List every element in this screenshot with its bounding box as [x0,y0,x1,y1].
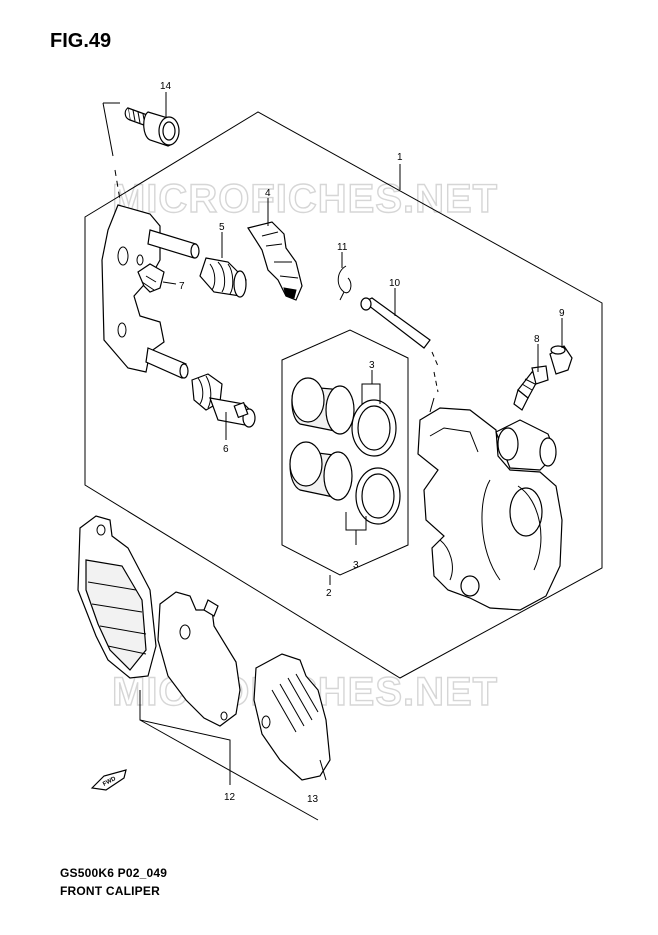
callout-11: 11 [337,242,348,253]
callout-3-lower: 3 [353,560,359,571]
pad-pin-part [360,297,439,413]
callout-10: 10 [389,278,401,289]
figure-title: FIG.49 [50,30,112,52]
callout-9: 9 [559,308,565,319]
pin-boot-part [199,257,247,298]
callout-13: 13 [307,794,319,805]
callout-5: 5 [219,222,225,233]
callout-6: 6 [223,444,229,455]
callout-1: 1 [397,152,403,163]
pad-group-leaders [139,690,319,821]
pad-spring-part [247,221,303,301]
callout-labels: 1 2 3 3 4 5 6 7 8 9 10 11 12 13 14 [160,81,565,805]
pad-shim-part [253,653,331,781]
figure-name: FRONT CALIPER [60,884,160,898]
callout-8: 8 [534,334,540,345]
model-code: GS500K6 P02_049 [60,866,168,880]
callout-7: 7 [179,281,185,292]
callout-4: 4 [265,188,271,199]
bracket-clip-part [137,263,177,293]
callout-3-upper: 3 [369,360,375,371]
caliper-bracket [101,204,200,379]
pin-clip-part [337,265,352,301]
piston-set-box [281,329,409,585]
callout-12: 12 [224,792,236,803]
caliper-body-part [417,407,563,611]
callout-2: 2 [326,588,332,599]
bleeder-cap-part [549,345,573,375]
fwd-arrow-icon: FWD [90,769,127,791]
callout-14: 14 [160,81,172,92]
assembly-frame [84,111,603,679]
bleeder-valve-part [513,365,549,411]
brake-pad-part [77,515,241,727]
mounting-bolt-part [124,107,180,147]
watermark-top: MICROFICHES.NET [112,177,498,221]
slide-pin-part [191,373,256,428]
callout-leaders [165,92,563,440]
